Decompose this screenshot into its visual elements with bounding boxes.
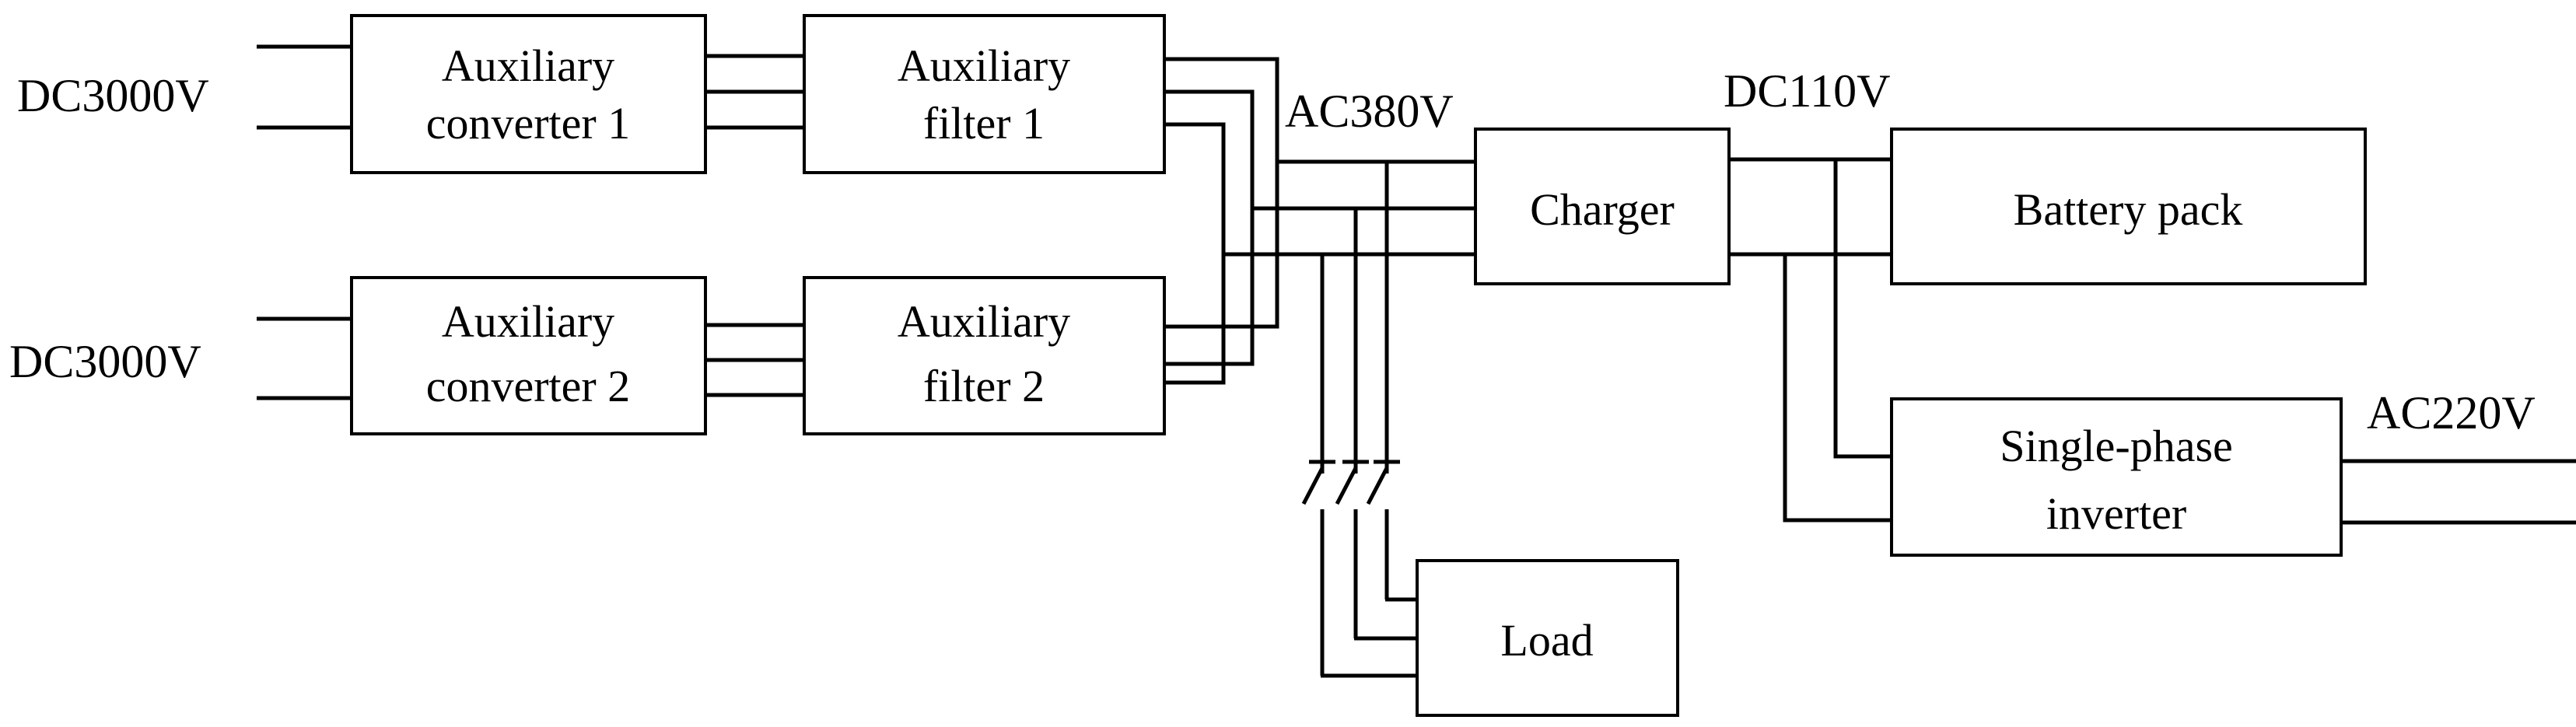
single-phase-inverter-label-line-2: inverter — [2046, 488, 2186, 539]
ac380v-bus-wires — [1223, 159, 1475, 257]
auxiliary-filter-1-block: Auxiliary filter 1 — [803, 14, 1166, 174]
auxiliary-filter-2-block: Auxiliary filter 2 — [803, 276, 1166, 435]
single-phase-inverter-block: Single-phase inverter — [1890, 397, 2343, 557]
ac220v-output-wires — [2341, 459, 2576, 525]
dc-bus-label: DC110V — [1724, 65, 1890, 117]
load-label: Load — [1500, 615, 1593, 666]
auxiliary-converter-1-block: Auxiliary converter 1 — [350, 14, 707, 174]
auxiliary-filter-1-label-line-1: Auxiliary — [898, 40, 1070, 91]
charger-label: Charger — [1530, 184, 1675, 235]
ac-output-label: AC220V — [2367, 387, 2536, 439]
dc-input-wires-1 — [257, 44, 350, 130]
dc110v-bus-wires — [1729, 157, 1892, 257]
dc-input-2-label: DC3000V — [9, 336, 201, 387]
converter-2-to-filter-2-wires — [704, 323, 803, 397]
auxiliary-converter-2-block: Auxiliary converter 2 — [350, 276, 707, 435]
auxiliary-filter-1-label-line-2: filter 1 — [923, 98, 1045, 149]
auxiliary-converter-2-label-line-2: converter 2 — [426, 361, 630, 411]
load-block: Load — [1416, 559, 1679, 717]
filter-1-output-wires — [1163, 57, 1279, 385]
load-switches — [1301, 460, 1400, 505]
dc-input-wires-2 — [257, 316, 350, 400]
single-phase-inverter-label-line-1: Single-phase — [2000, 421, 2233, 471]
load-branch-wires — [1320, 162, 1417, 678]
ac-bus-label: AC380V — [1285, 86, 1454, 137]
auxiliary-converter-1-label-line-1: Auxiliary — [442, 40, 614, 91]
converter-1-to-filter-1-wires — [704, 54, 803, 130]
auxiliary-converter-2-label-line-1: Auxiliary — [442, 296, 614, 347]
battery-pack-block: Battery pack — [1890, 128, 2367, 285]
auxiliary-filter-2-label-line-2: filter 2 — [923, 361, 1045, 411]
auxiliary-converter-1-label-line-2: converter 1 — [426, 98, 630, 149]
charger-block: Charger — [1474, 128, 1731, 285]
inverter-feed-wires — [1783, 159, 1892, 523]
battery-pack-label: Battery pack — [2014, 184, 2243, 235]
dc-input-1-label: DC3000V — [17, 70, 209, 121]
auxiliary-filter-2-label-line-1: Auxiliary — [898, 296, 1070, 347]
